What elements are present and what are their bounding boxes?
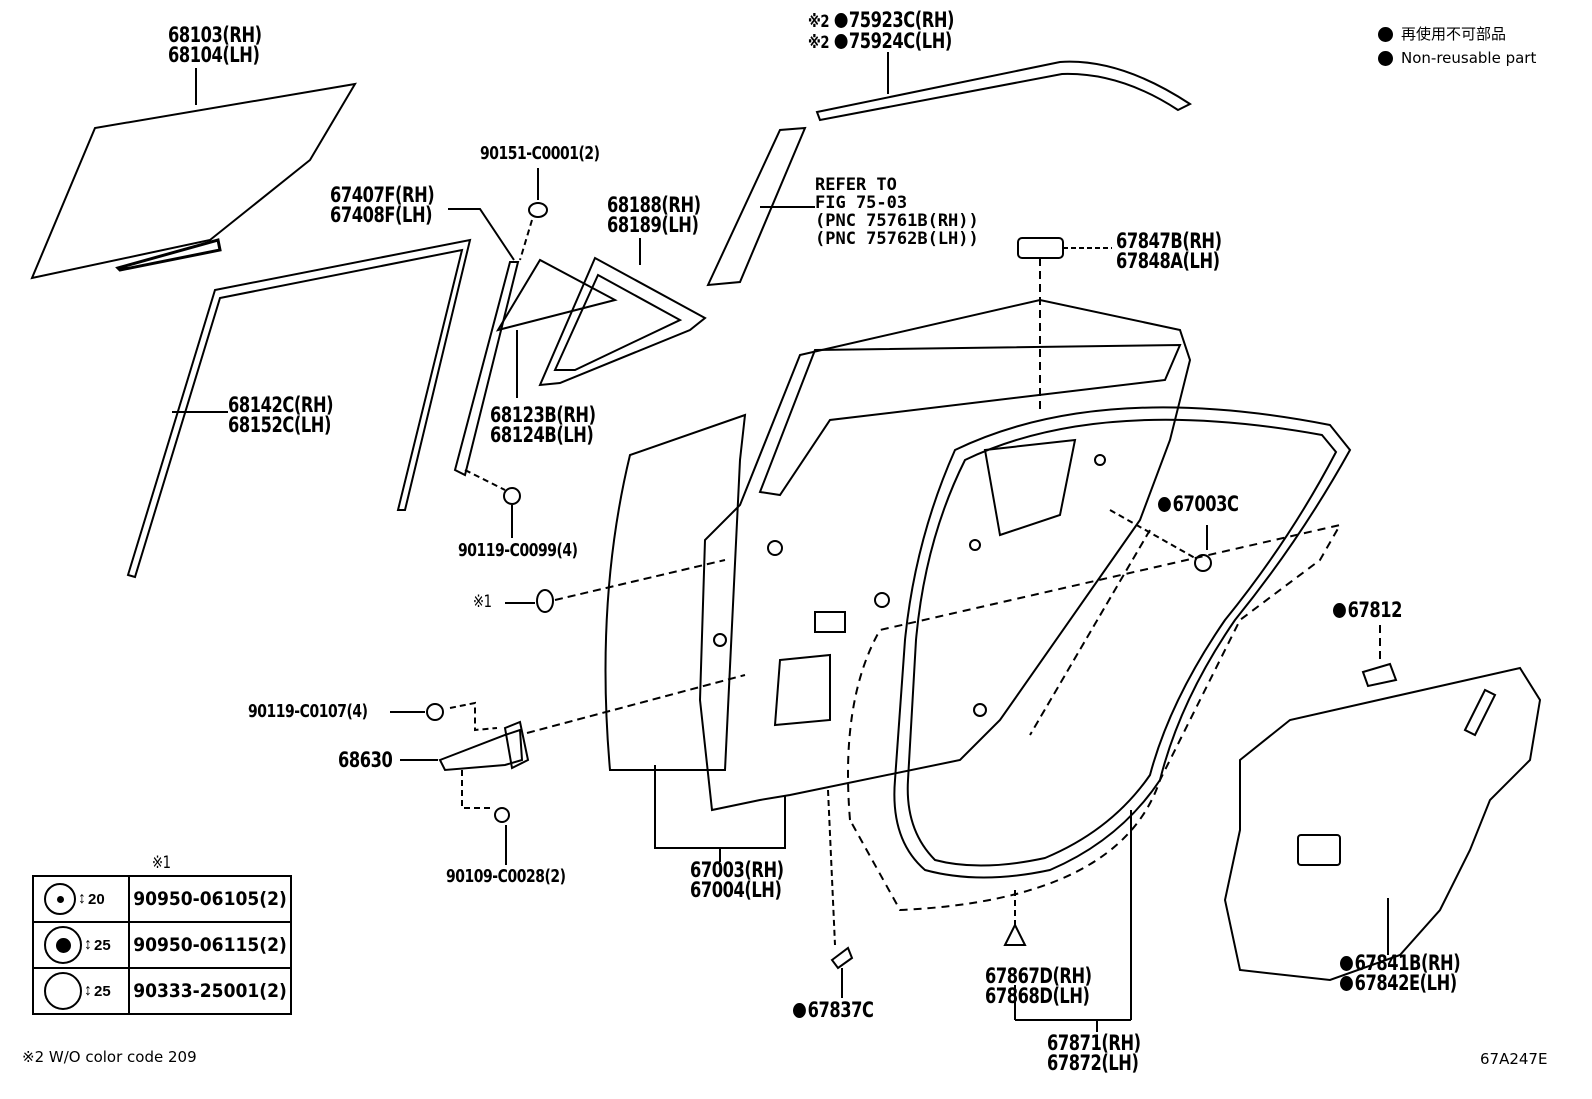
- non-reusable-dot-icon: [1378, 50, 1393, 66]
- roof-molding: [815, 52, 1193, 122]
- plug-part-number[interactable]: 90950-06105(2): [128, 875, 292, 923]
- hole-plug: [505, 559, 726, 613]
- label-service-hole-cover[interactable]: 67841B(RH) 67842E(LH): [1340, 953, 1461, 994]
- label-run-channel[interactable]: 68142C(RH)68152C(LH): [228, 393, 334, 437]
- door-panel-bracket: [654, 765, 786, 862]
- label-door-glass[interactable]: 68103(RH)68104(LH): [168, 23, 262, 67]
- quarter-glass: [495, 238, 707, 398]
- non-reusable-dot-icon: [1333, 603, 1346, 618]
- label-refer-fig[interactable]: REFER TO FIG 75-03 (PNC 75761B(RH)) (PNC…: [815, 175, 979, 249]
- weatherstrip: [847, 406, 1352, 912]
- door-glass: [30, 68, 357, 280]
- label-pad[interactable]: 67847B(RH)67848A(LH): [1116, 229, 1222, 273]
- label-screw-90151[interactable]: 90151-C0001(2): [480, 143, 600, 164]
- plug-table-title: ※1: [152, 853, 171, 873]
- door-outer-panel: [604, 413, 747, 771]
- non-reusable-dot-icon: [1340, 956, 1353, 971]
- legend-item-en: Non-reusable part: [1378, 46, 1536, 70]
- clip-67867: [1003, 810, 1132, 1032]
- label-door-panel[interactable]: 67003(RH)67004(LH): [690, 858, 784, 902]
- plug-big-dot-icon: [44, 926, 82, 964]
- legend-item-jp: 再使用不可部品: [1378, 22, 1536, 46]
- label-seal-67812[interactable]: 67812: [1333, 600, 1402, 621]
- footnote: ※2 W/O color code 209: [22, 1048, 197, 1066]
- plug-small-dot-icon: [44, 883, 76, 915]
- clip-67003c: [1029, 509, 1212, 736]
- label-roof-molding[interactable]: ※2 75923C(RH) ※2 75924C(LH): [808, 8, 955, 53]
- table-row: ↕25 90333-25001(2): [32, 967, 292, 1015]
- label-clip-67837c[interactable]: 67837C: [793, 1000, 874, 1021]
- sash-molding: [706, 126, 815, 287]
- plug-part-number[interactable]: 90333-25001(2): [128, 967, 292, 1015]
- height-arrow-icon: ↕: [78, 890, 86, 907]
- plug-part-number[interactable]: 90950-06115(2): [128, 921, 292, 969]
- plug-empty-icon: [44, 972, 82, 1010]
- non-reusable-dot-icon: [834, 34, 848, 49]
- pad: [1017, 237, 1112, 410]
- label-bolt-90119-c0107[interactable]: 90119-C0107(4): [248, 701, 368, 722]
- label-weatherstrip[interactable]: 67871(RH)67872(LH): [1047, 1031, 1141, 1075]
- service-hole-cover: [1223, 666, 1542, 982]
- seal-67812: [1361, 625, 1398, 688]
- label-bolt-90109[interactable]: 90109-C0028(2): [446, 866, 566, 887]
- height-arrow-icon: ↕: [84, 982, 92, 999]
- label-quarter-glass[interactable]: 68123B(RH)68124B(LH): [490, 403, 596, 447]
- label-quarter-frame[interactable]: 68188(RH)68189(LH): [607, 193, 701, 237]
- bolt-channel: [464, 469, 521, 538]
- door-check: [390, 674, 746, 865]
- non-reusable-dot-icon: [1340, 976, 1353, 991]
- legend: 再使用不可部品 Non-reusable part: [1378, 22, 1536, 70]
- non-reusable-dot-icon: [1378, 26, 1393, 42]
- division-channel: [448, 168, 548, 477]
- table-row: ↕20 90950-06105(2): [32, 875, 292, 923]
- label-clip-67003c[interactable]: 67003C: [1158, 494, 1239, 515]
- non-reusable-dot-icon: [793, 1003, 806, 1018]
- hole-plug-table: ↕20 90950-06105(2) ↕25 90950-06115(2) ↕2…: [32, 875, 292, 1015]
- table-row: ↕25 90950-06115(2): [32, 921, 292, 969]
- figure-id: 67A247E: [1480, 1050, 1548, 1068]
- label-bolt-90119-c0099[interactable]: 90119-C0099(4): [458, 540, 578, 561]
- height-arrow-icon: ↕: [84, 936, 92, 953]
- clip-67837c: [827, 789, 854, 998]
- door-inner-panel: [698, 298, 1192, 812]
- label-hole-plug-ref[interactable]: ※1: [473, 592, 492, 612]
- non-reusable-dot-icon: [834, 13, 848, 28]
- non-reusable-dot-icon: [1158, 497, 1171, 512]
- run-channel: [126, 238, 472, 579]
- label-division-channel[interactable]: 67407F(RH)67408F(LH): [330, 183, 435, 227]
- label-door-check[interactable]: 68630: [338, 748, 393, 772]
- label-clip-67867[interactable]: 67867D(RH)67868D(LH): [985, 964, 1092, 1008]
